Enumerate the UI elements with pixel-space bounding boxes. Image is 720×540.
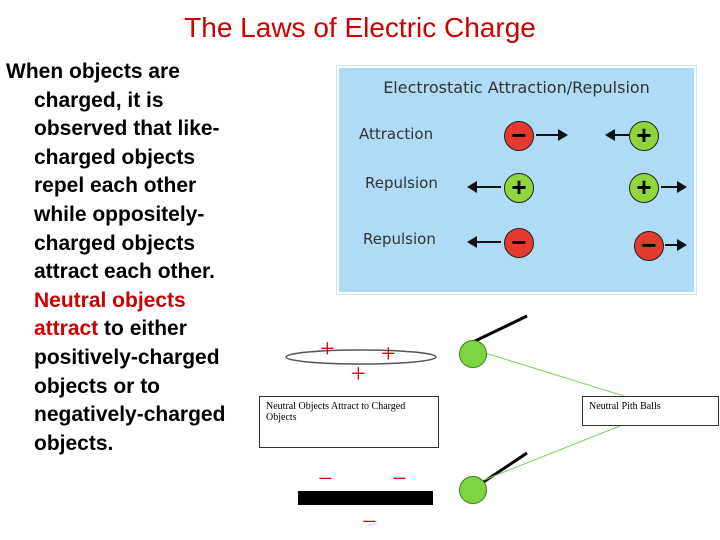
body-line: attract each other. — [34, 260, 215, 284]
positive-charge-icon: + — [504, 173, 534, 203]
negative-charge-icon: − — [504, 228, 534, 258]
body-line: charged, it is — [34, 88, 164, 112]
minus-sign-icon: − — [392, 464, 407, 493]
plus-sign-icon: + — [320, 334, 335, 363]
repulsion-label: Repulsion — [365, 174, 438, 192]
pith-ball-icon — [459, 340, 487, 368]
body-highlight: attract — [34, 317, 99, 341]
body-line: When objects are — [6, 60, 180, 83]
body-line: charged objects — [34, 145, 196, 169]
body-text: When objects are charged, it is observed… — [6, 58, 268, 458]
pith-ball-icon — [459, 476, 487, 504]
positive-charge-icon: + — [629, 173, 659, 203]
plus-sign-icon: + — [351, 359, 366, 388]
body-line: objects or to — [34, 374, 161, 398]
caption-neutral-attract: Neutral Objects Attract to Charged Objec… — [259, 396, 439, 448]
arrow-left-icon — [605, 129, 637, 141]
caption-pith-balls: Neutral Pith Balls — [582, 396, 719, 426]
body-line-highlight: Neutral objects — [34, 288, 186, 312]
charged-rod-outline — [285, 349, 437, 365]
body-line: while oppositely- — [34, 202, 205, 226]
body-line: repel each other — [34, 174, 197, 198]
minus-sign-icon: − — [362, 507, 377, 536]
arrow-left-icon — [467, 236, 501, 248]
arrow-left-icon — [467, 181, 501, 193]
arrow-right-icon — [536, 129, 568, 141]
repulsion-label: Repulsion — [363, 230, 436, 248]
body-line: objects. — [34, 431, 114, 455]
body-line: negatively-charged — [34, 403, 226, 427]
body-line: charged objects — [34, 231, 196, 255]
attraction-label: Attraction — [359, 125, 434, 143]
plus-sign-icon: + — [381, 339, 396, 368]
minus-sign-icon: − — [318, 464, 333, 493]
positive-charge-icon: + — [629, 121, 659, 151]
arrow-right-icon — [661, 181, 687, 193]
body-line: observed that like- — [34, 117, 220, 141]
arrow-right-icon — [665, 239, 687, 251]
charged-plate — [298, 491, 433, 505]
electrostatic-diagram: Electrostatic Attraction/Repulsion Attra… — [336, 65, 697, 295]
negative-charge-icon: − — [504, 121, 534, 151]
negative-charge-icon: − — [634, 231, 664, 261]
slide-title: The Laws of Electric Charge — [184, 12, 536, 43]
body-text-run: to either — [98, 317, 187, 341]
body-line: positively-charged — [34, 345, 220, 369]
body-line: attract to either — [6, 315, 268, 344]
pointer-line — [483, 417, 641, 481]
diagram-title: Electrostatic Attraction/Repulsion — [383, 78, 650, 97]
pointer-line — [481, 351, 641, 402]
pith-string-upper — [472, 314, 528, 344]
